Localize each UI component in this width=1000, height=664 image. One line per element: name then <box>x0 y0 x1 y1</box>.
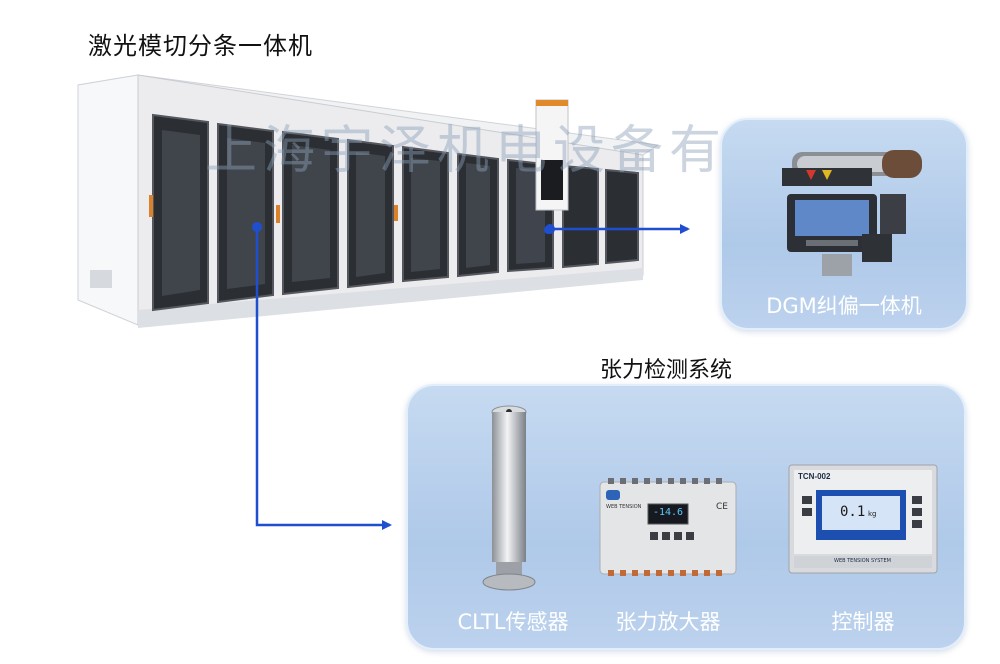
tension-amplifier-label: 张力放大器 <box>615 610 721 634</box>
arrow-to-tension-system <box>252 222 392 530</box>
dgm-device-image <box>782 150 922 276</box>
controller-display-value: 0.1 <box>840 504 866 520</box>
tension-system-title: 张力检测系统 <box>600 358 733 383</box>
controller-display-unit: kg <box>868 510 877 518</box>
amplifier-brand-text: WEB TENSION <box>606 504 642 510</box>
tension-amplifier-image: -14.6 WEB TENSION CE <box>598 478 738 578</box>
tension-system-panel: CLTL传感器 -14.6 WEB TENSION CE 张力放大器 <box>406 384 966 650</box>
cltl-sensor-image <box>482 405 536 591</box>
ce-mark: CE <box>716 502 728 512</box>
dgm-panel: DGM纠偏一体机 <box>720 118 968 330</box>
controller-brand-text: WEB TENSION SYSTEM <box>834 558 891 564</box>
amplifier-display-value: -14.6 <box>652 507 684 518</box>
controller-image: TCN-002 0.1 kg WEB TENSION SYSTEM <box>788 464 938 574</box>
cltl-sensor-label: CLTL传感器 <box>457 610 569 634</box>
controller-model-text: TCN-002 <box>798 472 831 481</box>
dgm-caption: DGM纠偏一体机 <box>766 294 922 318</box>
page-title: 激光模切分条一体机 <box>88 32 313 60</box>
arrow-to-dgm <box>545 224 690 234</box>
controller-label: 控制器 <box>831 610 895 634</box>
laser-die-cutting-machine-image <box>77 74 660 328</box>
